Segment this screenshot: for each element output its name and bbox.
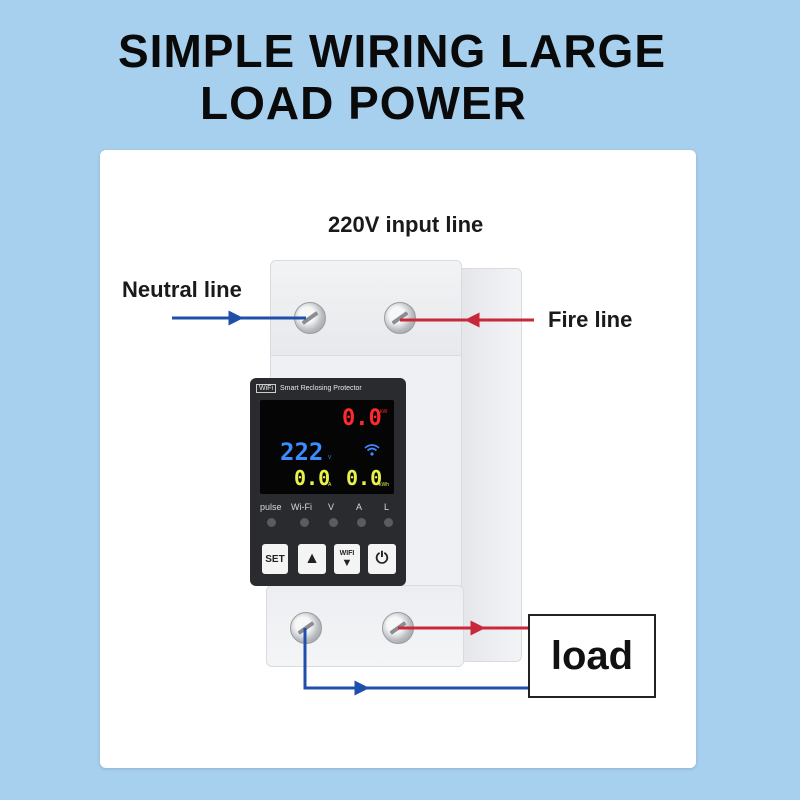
indicator-leds: pulse Wi-Fi V A L xyxy=(258,502,398,532)
device-side xyxy=(460,268,522,662)
wifi-icon xyxy=(364,444,380,456)
headline-line-2: LOAD POWER xyxy=(200,77,527,129)
indicator-label-v: V xyxy=(328,502,335,512)
indicator-led-v xyxy=(329,518,338,527)
up-button[interactable]: ▲ xyxy=(298,544,326,574)
indicator-label-a: A xyxy=(356,502,363,512)
indicator-led-a xyxy=(357,518,366,527)
display-screen: 0.0 kW 222 V 0.0 A 0.0 kWh xyxy=(260,400,394,494)
neutral-output-wire xyxy=(303,628,528,690)
reading-power: 0.0 xyxy=(346,466,383,490)
unit-top-right: kW xyxy=(380,409,388,415)
label-fire-line: Fire line xyxy=(548,307,633,332)
device-title: WiFi Smart Reclosing Protector xyxy=(256,384,362,393)
reading-voltage: 222 xyxy=(280,438,324,466)
indicator-led-l xyxy=(384,518,393,527)
unit-current: A xyxy=(328,482,332,488)
reading-top-right: 0.0 xyxy=(342,406,382,431)
indicator-led-pulse xyxy=(267,518,276,527)
label-input-line: 220V input line xyxy=(328,212,484,237)
indicator-label-wifi: Wi-Fi xyxy=(291,502,312,512)
device-front-panel: WiFi Smart Reclosing Protector 0.0 kW 222… xyxy=(250,378,406,586)
terminal-screw-fire-in xyxy=(384,302,416,334)
wifi-badge: WiFi xyxy=(256,384,276,393)
power-button[interactable]: ⏻ xyxy=(368,544,396,574)
headline-line-1: SIMPLE WIRING LARGE xyxy=(118,25,666,77)
indicator-label-l: L xyxy=(384,502,390,512)
load-box: load xyxy=(528,614,656,698)
indicator-led-wifi xyxy=(300,518,309,527)
unit-voltage: V xyxy=(328,455,332,461)
unit-power: kWh xyxy=(379,482,389,488)
wifi-down-button[interactable]: WIFI ▼ xyxy=(334,544,360,574)
down-arrow-icon: ▼ xyxy=(341,556,353,569)
wifi-button-label: WIFI xyxy=(339,549,355,557)
set-button[interactable]: SET xyxy=(262,544,288,574)
label-neutral-line: Neutral line xyxy=(122,277,242,302)
reading-current: 0.0 xyxy=(294,466,331,490)
indicator-label-pulse: pulse xyxy=(260,502,282,512)
device-title-text: Smart Reclosing Protector xyxy=(280,385,362,392)
